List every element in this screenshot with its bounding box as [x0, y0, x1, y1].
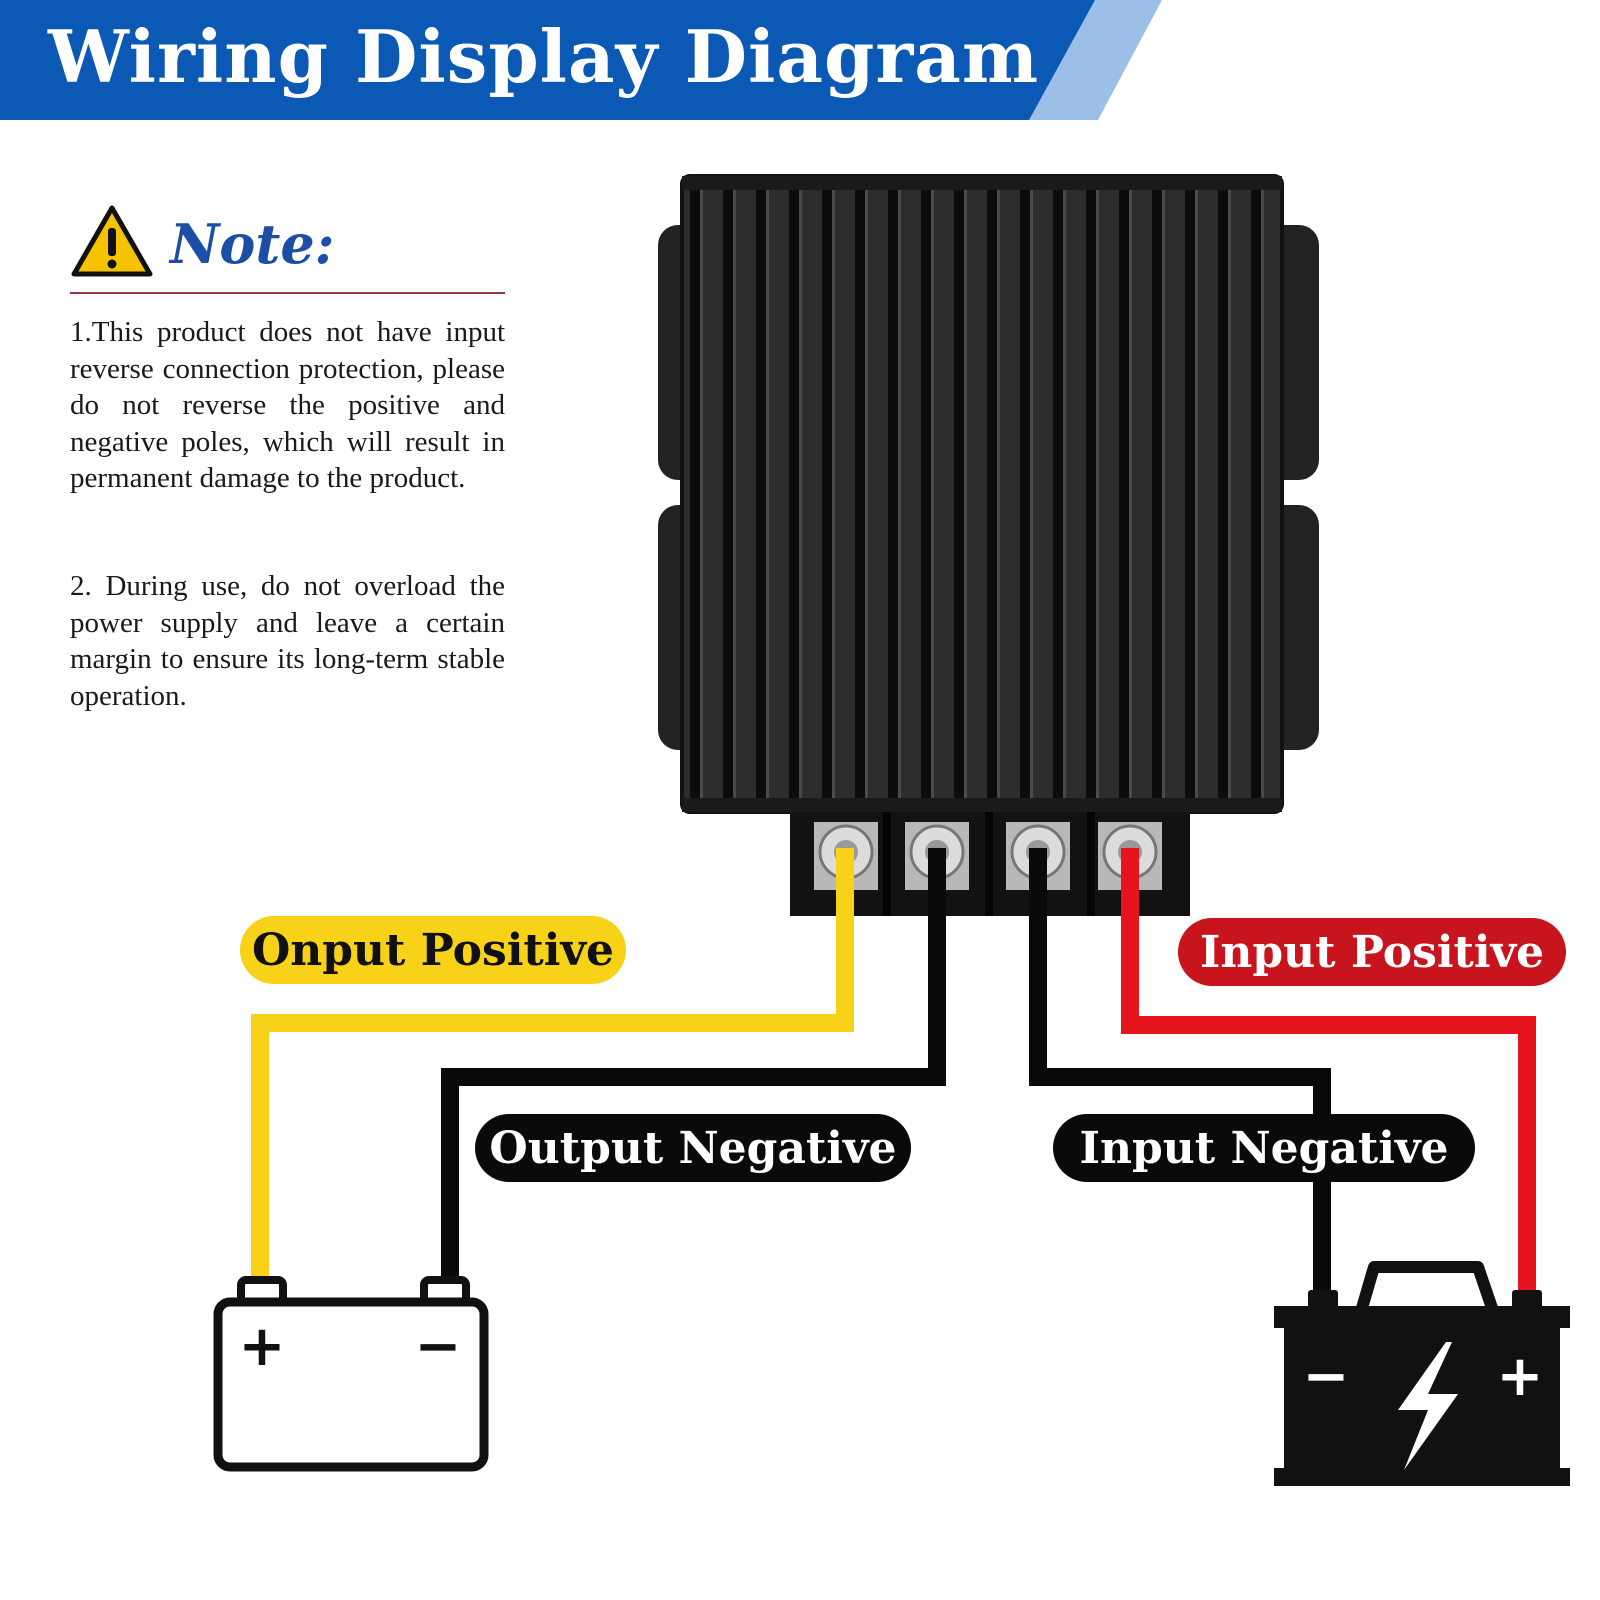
label-output-negative: Output Negative: [475, 1114, 911, 1182]
heatsink-bottom-lip: [682, 798, 1282, 812]
note-label: Note:: [170, 212, 335, 276]
note-item-1: 1.This product does not have input rever…: [70, 316, 505, 494]
output-battery-minus-sign: −: [415, 1314, 462, 1379]
heatsink-top-lip: [682, 176, 1282, 190]
battery-outline-icon: + −: [213, 1276, 489, 1472]
warning-icon: [71, 205, 153, 277]
header-banner: [0, 0, 1162, 120]
lightning-bolt-icon: [1398, 1342, 1458, 1470]
input-battery-plus-sign: +: [1497, 1344, 1544, 1409]
terminal-divider-1: [883, 812, 891, 916]
terminal-divider-3: [1087, 812, 1095, 916]
terminal-divider-2: [985, 812, 993, 916]
wire-input-negative: [1029, 848, 1331, 1292]
output-battery-plus-sign: +: [239, 1314, 286, 1379]
input-battery-minus-sign: −: [1303, 1344, 1350, 1409]
label-input-negative: Input Negative: [1053, 1114, 1475, 1182]
converter-device: [658, 174, 1319, 814]
note-item-2: 2. During use, do not overload the power…: [70, 570, 505, 712]
banner-accent-stripe: [1016, 0, 1162, 120]
label-input-positive: Input Positive: [1178, 918, 1566, 986]
wire-output-negative: [441, 848, 946, 1283]
battery-filled-icon: − +: [1274, 1261, 1570, 1486]
label-output-positive: Onput Positive: [240, 916, 626, 984]
banner-band: [0, 0, 1095, 120]
note-header: Note:: [70, 200, 505, 296]
note-divider: [70, 292, 505, 294]
wire-input-positive: [1121, 848, 1536, 1292]
heatsink-body: [680, 174, 1284, 814]
page-title: Wiring Display Diagram: [48, 14, 1040, 99]
wire-output-positive: [251, 848, 854, 1283]
